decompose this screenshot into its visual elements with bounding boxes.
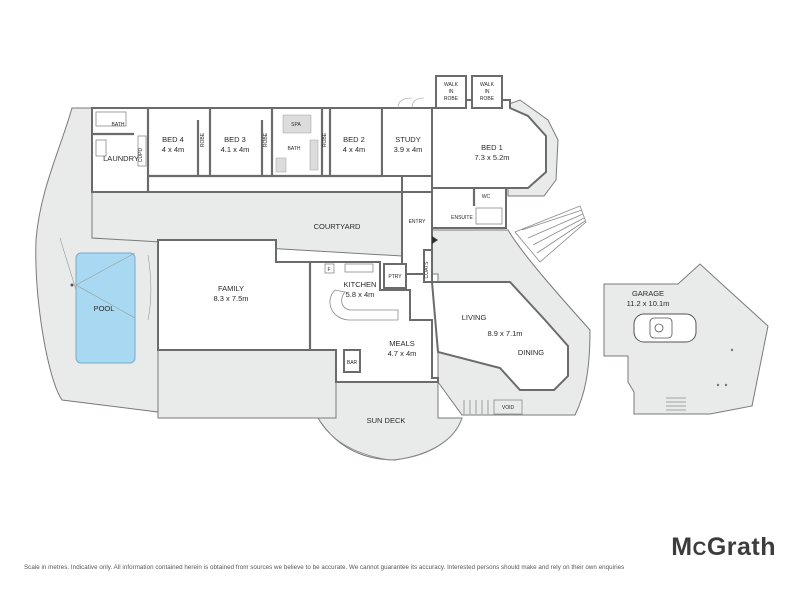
pool-light-marker [70, 283, 74, 287]
label-bed1: BED 1 [481, 143, 503, 152]
front-stairs [514, 205, 587, 263]
entry-arrow [432, 236, 438, 244]
shower-tile [275, 157, 287, 173]
kitchen-bench [344, 263, 374, 273]
label-kitchen: KITCHEN [344, 280, 377, 289]
brand-prefix: M [671, 533, 693, 561]
garage-marker-a [716, 383, 720, 387]
label-garage: GARAGE [632, 289, 664, 298]
label-entry: ENTRY [409, 219, 427, 225]
label-robe3: ROBE [322, 132, 328, 147]
ensuite-tub [475, 207, 503, 225]
label-bed2: BED 2 [343, 135, 365, 144]
garage-stairs [666, 397, 686, 411]
label-walkin1-line1: WALK [444, 82, 459, 88]
fridge [324, 263, 335, 274]
label-coats: COATS [424, 261, 430, 279]
cupd-unit [137, 135, 147, 167]
label-walkin2-line2: IN [485, 89, 490, 95]
bath-tub-small [95, 111, 127, 127]
label-walkin2-line3: ROBE [480, 96, 495, 102]
label-study: STUDY [395, 135, 420, 144]
label-walkin1-line2: IN [449, 89, 454, 95]
size-living: 8.9 x 7.1m [487, 329, 522, 338]
spa-tub [282, 114, 312, 134]
size-garage: 11.2 x 10.1m [627, 299, 670, 308]
label-walkin2-line1: WALK [480, 82, 495, 88]
size-bed3: 4.1 x 4m [221, 145, 250, 154]
label-walkin1-line3: ROBE [444, 96, 459, 102]
car-icon [633, 313, 697, 343]
label-void: VOID [502, 405, 515, 411]
brand-rest: Grath [706, 533, 776, 561]
rear-stairs [463, 400, 489, 414]
size-bed4: 4 x 4m [162, 145, 185, 154]
pool-fence-arc [59, 237, 77, 291]
sun-deck-outline [317, 417, 463, 461]
pool-diagonal-b [75, 284, 136, 319]
label-ensuite: ENSUITE [451, 215, 473, 221]
brand-logo: MCGrath [664, 532, 776, 565]
label-sun-deck: SUN DECK [367, 416, 406, 425]
walk-in-robe-1 [435, 75, 467, 109]
label-courtyard: COURTYARD [314, 222, 361, 231]
label-meals: MEALS [389, 339, 414, 348]
label-wc: WC [482, 194, 491, 200]
label-cupd: CUPD [138, 148, 144, 163]
brand-small: C [692, 539, 707, 560]
void-area [493, 399, 523, 415]
label-fridge: F [327, 267, 330, 273]
garage-marker-b [724, 383, 728, 387]
pool [75, 252, 136, 364]
label-family: FAMILY [218, 284, 244, 293]
size-bed2: 4 x 4m [343, 145, 366, 154]
walk-in-robe-2 [471, 75, 503, 109]
coats-cupboard [423, 249, 433, 283]
label-robe1: ROBE [200, 132, 206, 147]
label-bed3: BED 3 [224, 135, 246, 144]
kitchen-island [329, 289, 399, 321]
label-laundry: LAUNDRY [103, 154, 139, 163]
south-terrace [157, 349, 337, 419]
pantry [383, 263, 407, 289]
vanity-tile [309, 139, 319, 171]
size-meals: 4.7 x 4m [388, 349, 417, 358]
size-family: 8.3 x 7.5m [213, 294, 248, 303]
label-dining: DINING [518, 348, 544, 357]
size-bed1: 7.3 x 5.2m [474, 153, 509, 162]
pool-diagonal-a [75, 252, 136, 286]
label-pantry: PTRY [388, 274, 402, 280]
label-pool: POOL [94, 304, 115, 313]
pool-gate-arc [147, 254, 152, 321]
label-robe2: ROBE [263, 132, 269, 147]
bar [343, 349, 361, 373]
label-bath-main: BATH [288, 146, 301, 152]
study-room [381, 107, 433, 177]
size-kitchen: 5.8 x 4m [346, 290, 375, 299]
size-study: 3.9 x 4m [394, 145, 423, 154]
label-living: LIVING [462, 313, 487, 322]
garage-marker-c [730, 348, 734, 352]
label-spa: SPA [291, 122, 301, 128]
disclaimer-text: Scale in metres. Indicative only. All in… [24, 564, 625, 571]
label-bath-small: BATH [112, 122, 125, 128]
study-door-arc [397, 97, 425, 109]
label-bar: BAR [347, 360, 358, 366]
laundry-tub [95, 139, 107, 157]
label-bed4: BED 4 [162, 135, 184, 144]
living-dining-room [430, 281, 569, 391]
